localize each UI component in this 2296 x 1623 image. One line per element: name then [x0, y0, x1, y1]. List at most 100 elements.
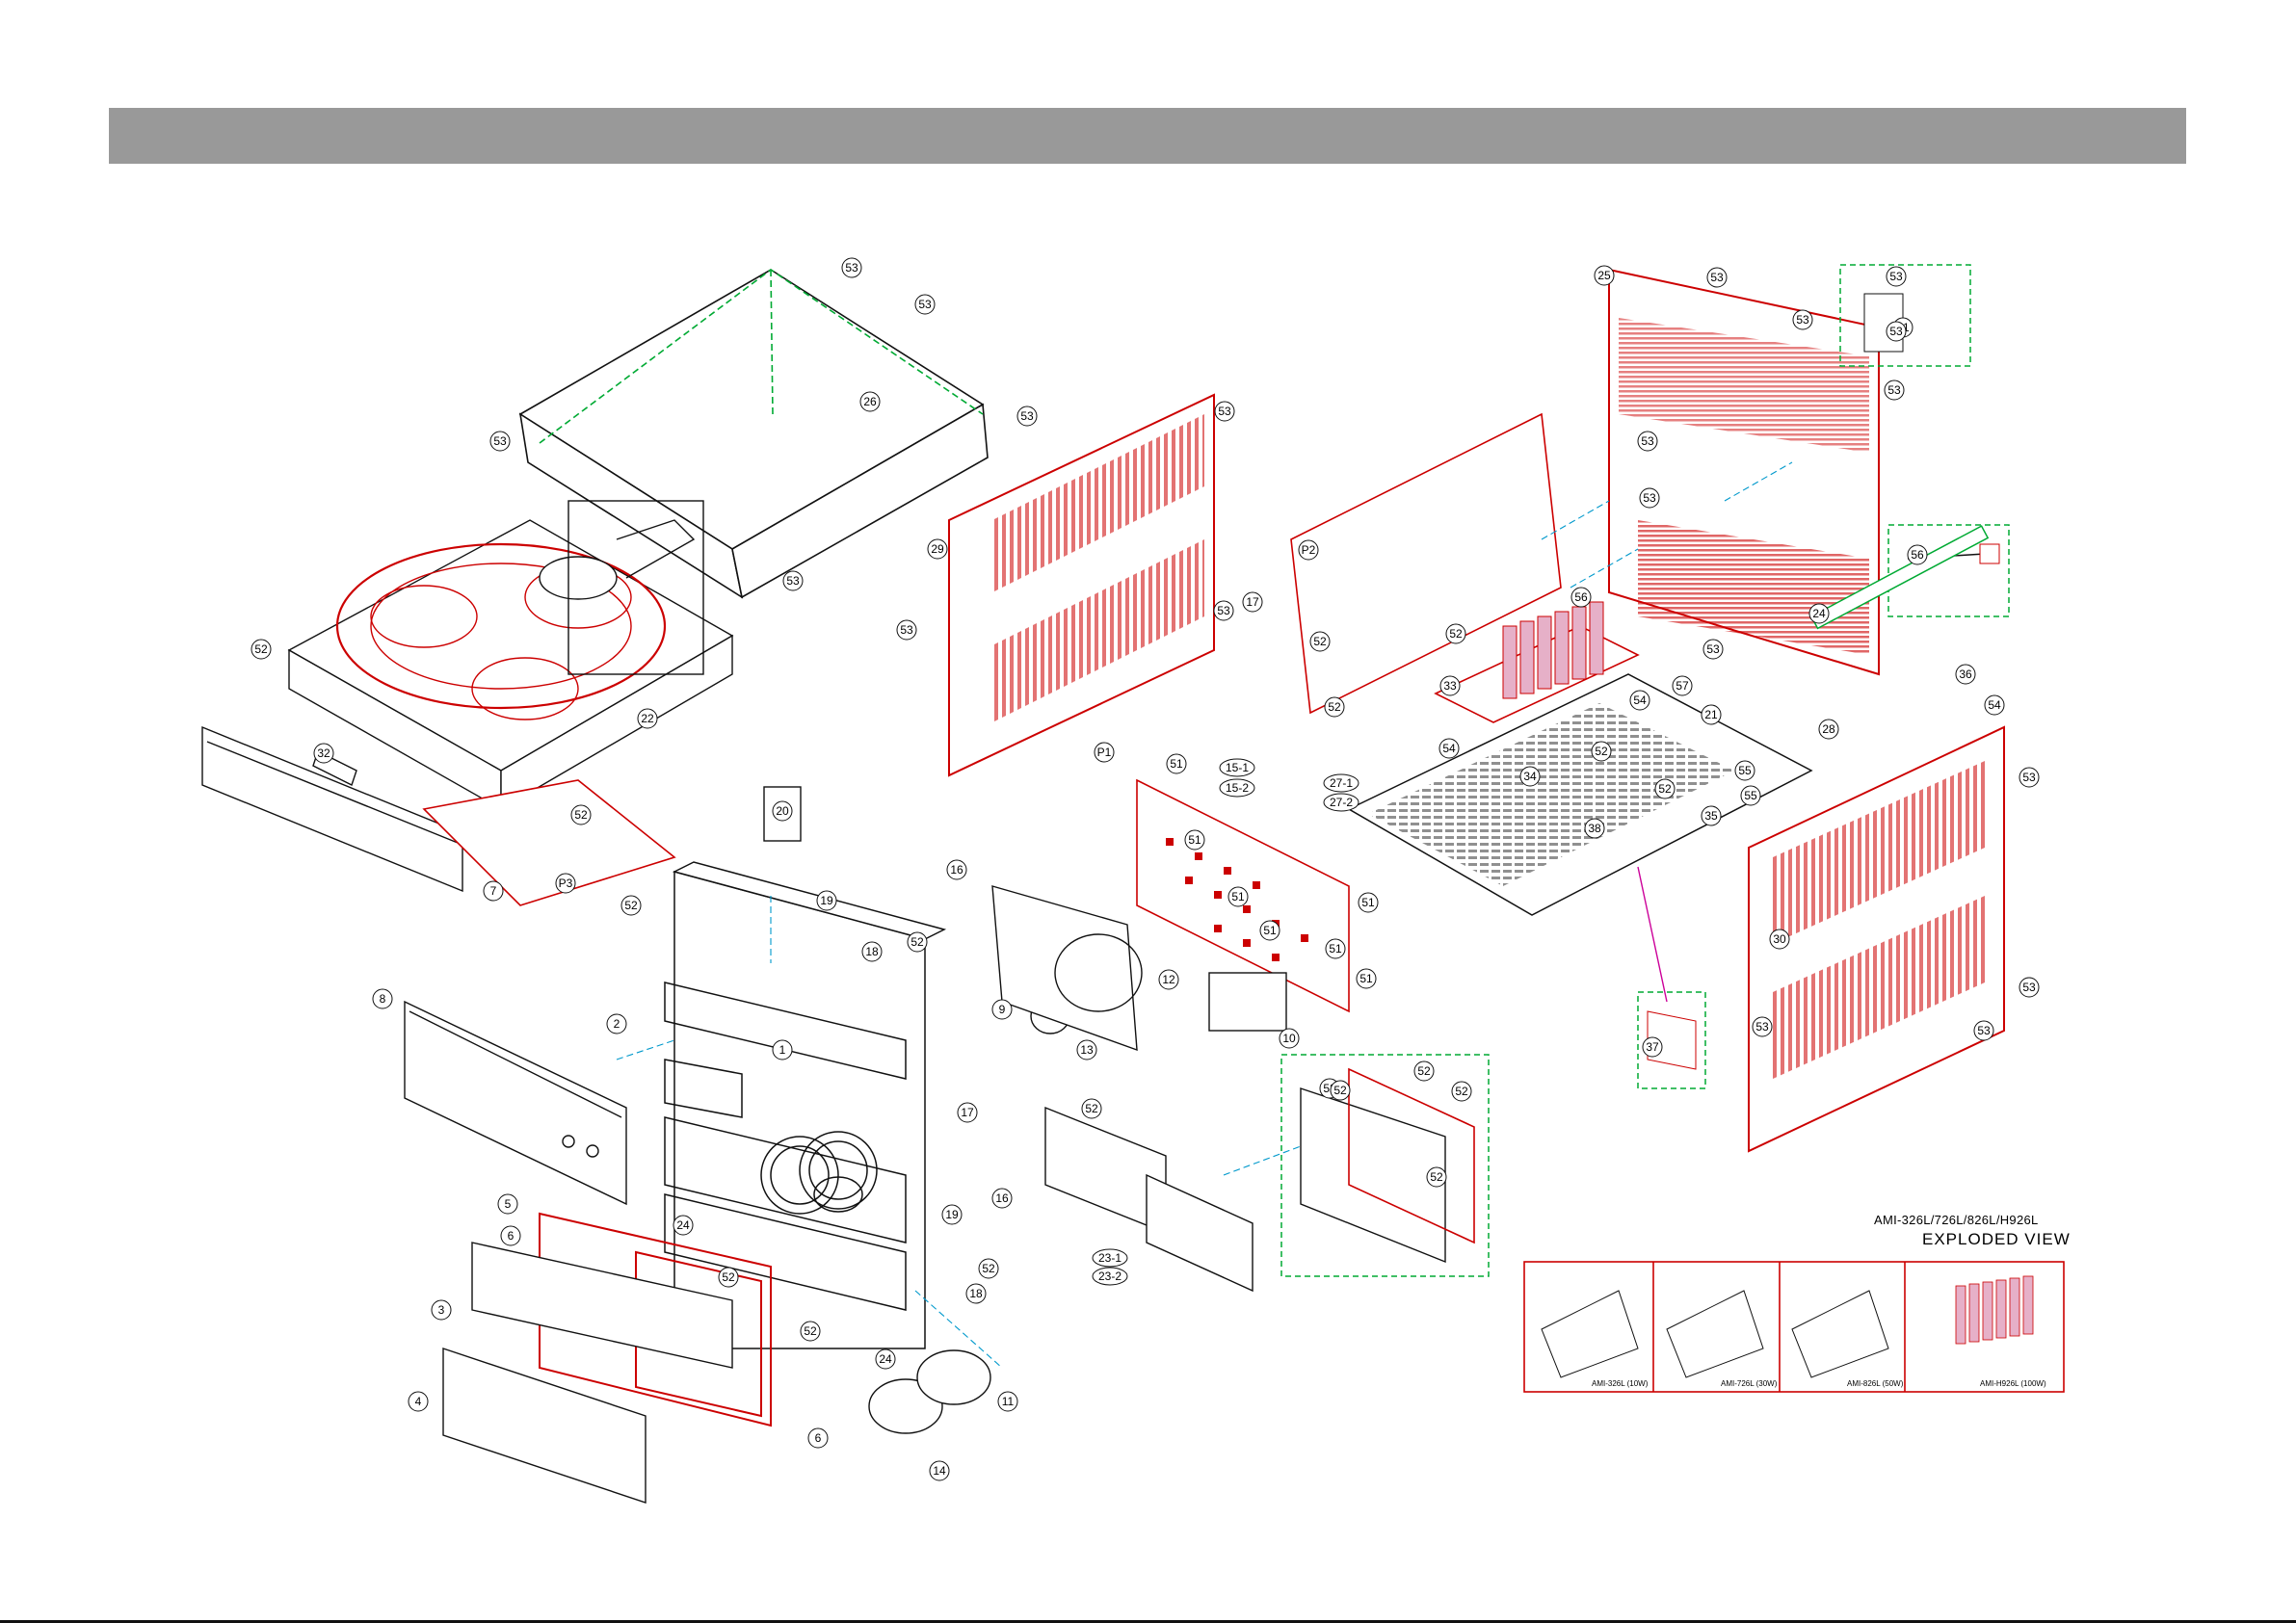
callout-17-label: 17 [1246, 595, 1259, 609]
screw-52m-label: 52 [1449, 627, 1463, 641]
callout-14: 14 [929, 1460, 950, 1481]
callout-4: 4 [408, 1391, 429, 1412]
screw-52d-label: 52 [910, 935, 924, 949]
callout-10-label: 10 [1282, 1032, 1296, 1045]
deck-pcbs [1044, 1106, 1254, 1293]
screw-callout-52-a: 52 [251, 639, 272, 660]
screw-51e-label: 51 [1329, 942, 1342, 955]
screw-callout-52-q: 52 [1413, 1060, 1435, 1082]
screw-53e-label: 53 [1218, 405, 1231, 418]
screw-52j-label: 52 [1455, 1085, 1468, 1098]
screw-callout-52-k: 52 [1309, 631, 1331, 652]
variant-label-326: AMI-326L (10W) [1592, 1379, 1649, 1388]
callout-30: 30 [1769, 929, 1790, 950]
screw-callout-53-k: 53 [1886, 321, 1907, 342]
callout-38: 38 [1584, 818, 1605, 839]
callout-p3-label: P3 [559, 877, 573, 890]
screw-callout-53-i: 53 [1792, 309, 1813, 330]
screw-52q-label: 52 [1417, 1064, 1431, 1078]
callout-27-1: 27-1 [1323, 773, 1359, 793]
screw-callout-52-n: 52 [1591, 741, 1612, 762]
screw-53c-label: 53 [493, 434, 507, 448]
callout-p3: P3 [555, 873, 576, 894]
screw-callout-52-o: 52 [1654, 778, 1676, 799]
callout-56: 56 [1907, 544, 1928, 565]
screw-callout-52-d: 52 [907, 931, 928, 953]
screw-53i-label: 53 [1796, 313, 1809, 327]
callout-6-label: 6 [508, 1229, 515, 1243]
callout-6b-label: 6 [815, 1431, 822, 1445]
callout-27-2: 27-2 [1323, 793, 1359, 812]
screw-54c-label: 54 [1988, 698, 2001, 712]
screw-51a-label: 51 [1170, 757, 1183, 771]
screw-callout-53-d: 53 [782, 570, 804, 591]
callout-22: 22 [637, 708, 658, 729]
callout-25: 25 [1594, 265, 1615, 286]
screw-callout-54-a: 54 [1629, 690, 1650, 711]
screw-callout-54-b: 54 [1438, 738, 1460, 759]
cd-pcb [422, 779, 676, 906]
callout-36-label: 36 [1959, 668, 1972, 681]
callout-14-label: 14 [933, 1464, 946, 1478]
callout-2: 2 [606, 1013, 627, 1034]
callout-15-2: 15-2 [1219, 778, 1255, 798]
cd-tray-front [201, 725, 463, 893]
callout-11-label: 11 [1002, 1395, 1015, 1408]
screw-callout-53-c: 53 [489, 431, 511, 452]
callout-19b: 19 [941, 1204, 963, 1225]
callout-7: 7 [483, 880, 504, 902]
screw-callout-52-h: 52 [978, 1258, 999, 1279]
callout-16-label: 16 [950, 863, 963, 877]
callout-3-label: 3 [438, 1303, 445, 1317]
screw-callout-55-b: 55 [1740, 785, 1761, 806]
screw-callout-53-s: 53 [1973, 1020, 1994, 1041]
callout-17: 17 [1242, 591, 1263, 613]
screw-53s-label: 53 [1977, 1024, 1991, 1037]
callout-18b-label: 18 [969, 1287, 983, 1300]
screw-53d-label: 53 [786, 574, 800, 588]
callout-20-label: 20 [776, 804, 789, 818]
screw-callout-52-b: 52 [570, 804, 592, 825]
screw-51b-label: 51 [1188, 833, 1201, 847]
callout-19b-label: 19 [945, 1208, 959, 1221]
screw-55a-label: 55 [1738, 764, 1752, 777]
screw-callout-53-j: 53 [1886, 266, 1907, 287]
screw-callout-53-l: 53 [1884, 380, 1905, 401]
callout-15-1-label: 15-1 [1226, 761, 1249, 774]
screw-callout-53-g: 53 [896, 619, 917, 641]
callout-4-label: 4 [415, 1395, 422, 1408]
screw-callout-52-r: 52 [1426, 1166, 1447, 1188]
screw-52e-label: 52 [1085, 1102, 1098, 1115]
screw-53h-label: 53 [1710, 271, 1724, 284]
callout-23-1-label: 23-1 [1098, 1251, 1122, 1265]
callout-21-label: 21 [1704, 708, 1718, 721]
callout-27-2-label: 27-2 [1330, 796, 1353, 809]
screw-callout-52-e: 52 [1081, 1098, 1102, 1119]
callout-24-label: 24 [1812, 607, 1826, 620]
callout-34-label: 34 [1523, 770, 1537, 783]
screw-callout-56-b: 56 [1570, 587, 1592, 608]
callout-2-label: 2 [614, 1017, 620, 1031]
callout-3: 3 [431, 1299, 452, 1321]
screw-callout-52-p: 52 [1330, 1080, 1351, 1101]
callout-32: 32 [313, 743, 334, 764]
screw-53a-label: 53 [918, 298, 932, 311]
callout-19: 19 [816, 890, 837, 911]
assembly-guide-lines [616, 461, 1793, 1369]
screw-callout-53-a: 53 [914, 294, 936, 315]
callout-29: 29 [927, 538, 948, 560]
screw-callout-52-j: 52 [1451, 1081, 1472, 1102]
callout-24b-label: 24 [676, 1218, 690, 1232]
callout-19-label: 19 [820, 894, 833, 907]
callout-35-label: 35 [1704, 809, 1718, 823]
callout-18-label: 18 [865, 945, 879, 958]
callout-16b-label: 16 [995, 1191, 1009, 1205]
callout-16: 16 [946, 859, 967, 880]
screw-57-label: 57 [1676, 679, 1689, 693]
callout-p1: P1 [1094, 742, 1115, 763]
cassette-door [404, 1000, 627, 1206]
switch-block [1208, 972, 1287, 1032]
variant-label-826: AMI-826L (50W) [1847, 1379, 1904, 1388]
callout-5: 5 [497, 1193, 518, 1215]
